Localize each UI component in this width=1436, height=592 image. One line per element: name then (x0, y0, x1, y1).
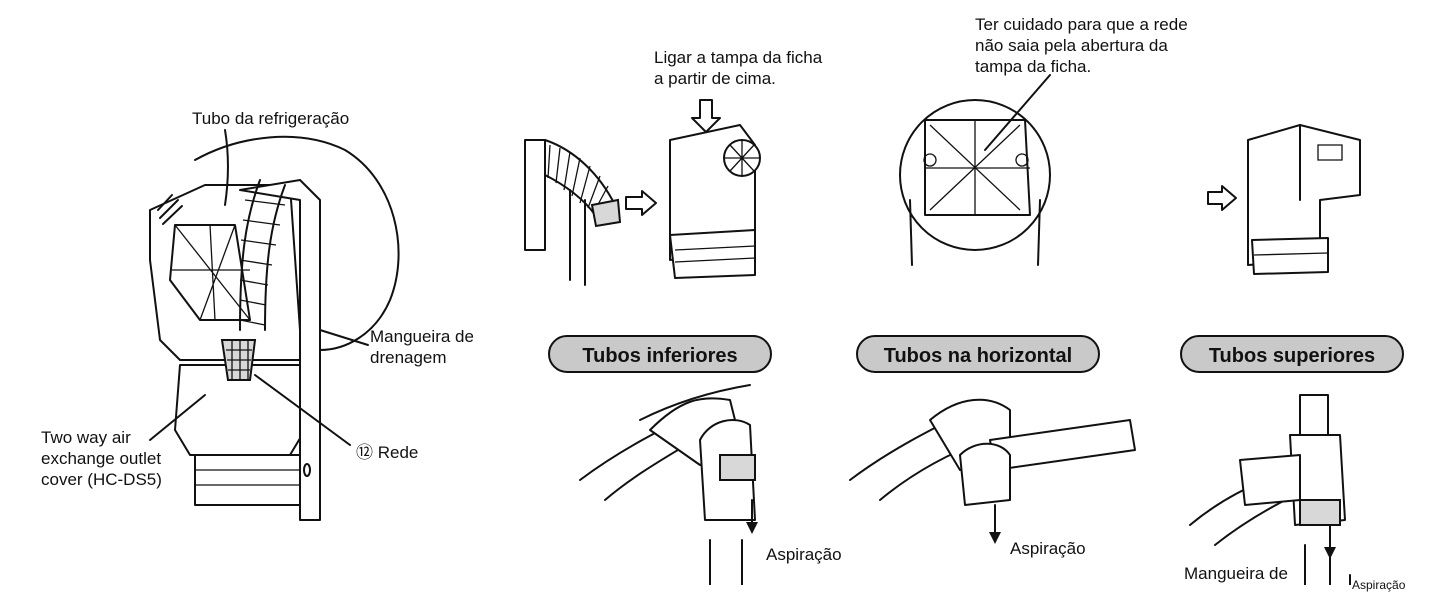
drain-hose-label-upper: Mangueira de (1184, 564, 1288, 583)
connect-from-top-label: Ligar a tampa da ficha a partir de cima. (654, 48, 823, 88)
outlet-cover-illustration (149, 129, 400, 521)
suction-label-horizontal: Aspiração (1010, 539, 1086, 558)
mesh-caution-label: Ter cuidado para que a rede não saia pel… (975, 15, 1188, 76)
connect-cover-illustration (524, 99, 761, 286)
mesh-label: ⑫ Rede (356, 443, 419, 462)
lower-pipes-illustration (579, 384, 758, 585)
horizontal-pipes-illustration (849, 398, 1136, 544)
upper-pipes-illustration (1189, 394, 1351, 585)
top-cover-illustration (1207, 124, 1361, 275)
refrigeration-tube-label: Tubo da refrigeração (192, 109, 350, 128)
suction-label-upper: Aspiração (1352, 578, 1406, 592)
mesh-detail-illustration (899, 74, 1051, 266)
drain-hose-label: Mangueira de drenagem (370, 327, 474, 367)
section-title-upper: Tubos superiores (1180, 335, 1404, 373)
section-title-horizontal: Tubos na horizontal (856, 335, 1100, 373)
outlet-cover-label: Two way air exchange outlet cover (HC-DS… (41, 428, 162, 489)
section-title-lower: Tubos inferiores (548, 335, 772, 373)
suction-label-lower: Aspiração (766, 545, 842, 564)
